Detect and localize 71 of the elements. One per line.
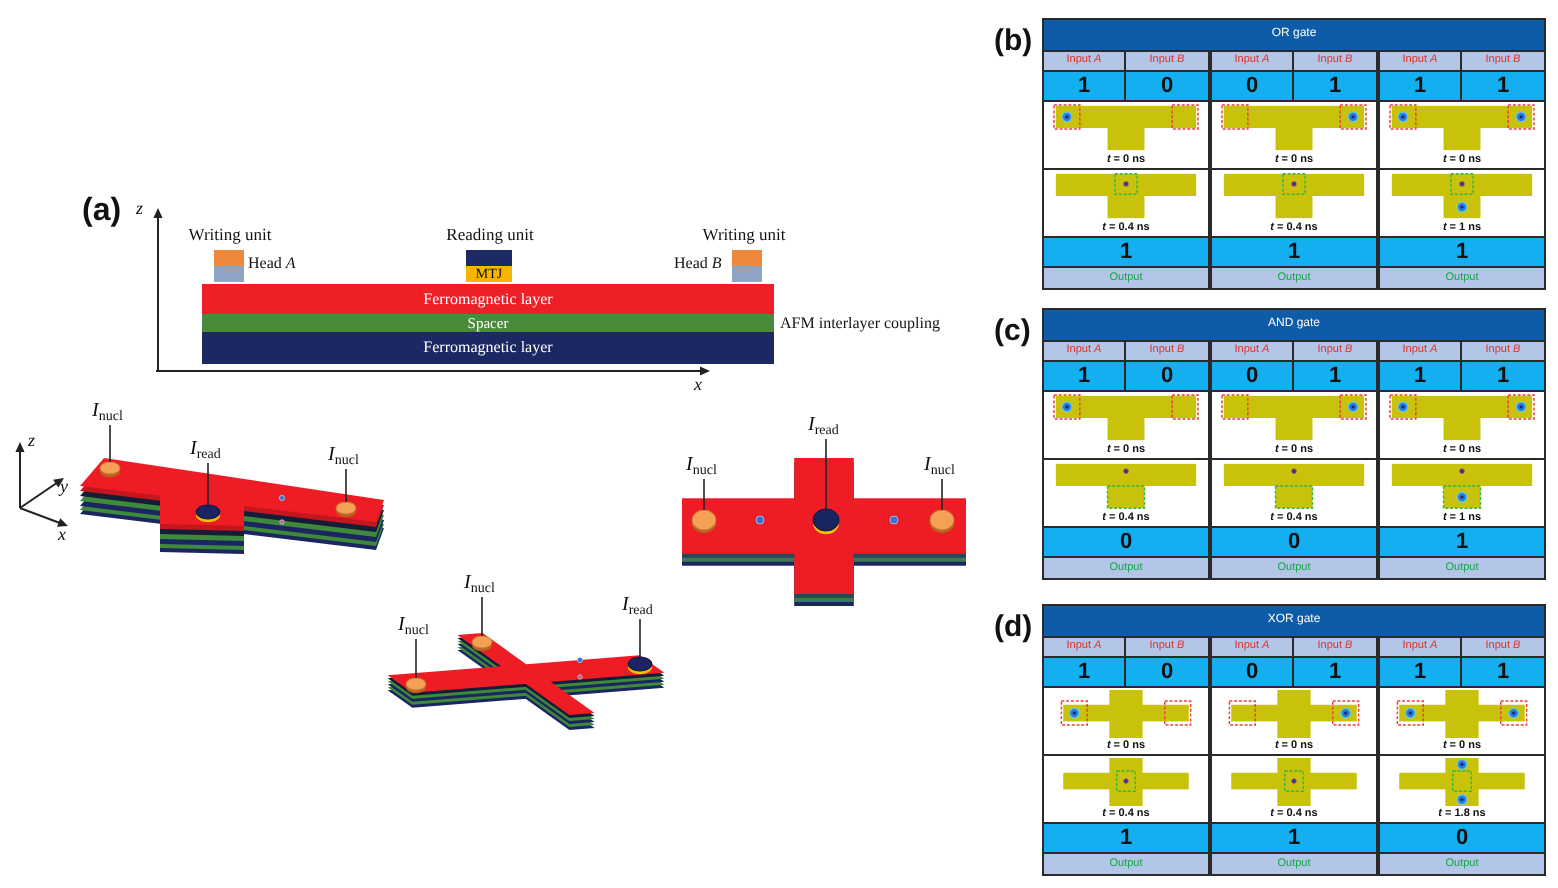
contact-pad bbox=[335, 501, 357, 518]
input-value: 1 bbox=[1380, 72, 1460, 100]
panel-label: (b) bbox=[994, 24, 1033, 60]
leader-line bbox=[703, 478, 705, 511]
axis-label: z bbox=[136, 198, 144, 220]
leader-line bbox=[825, 438, 827, 510]
current-label: I$_{read}$ bbox=[808, 412, 839, 438]
leader-line bbox=[941, 478, 943, 511]
output-value: 1 bbox=[1212, 824, 1376, 852]
input-value: 1 bbox=[1380, 658, 1460, 686]
leader-line bbox=[207, 462, 209, 506]
output-value: 1 bbox=[1044, 238, 1208, 266]
panel-label: (a) bbox=[82, 192, 122, 230]
input-value: 0 bbox=[1126, 658, 1208, 686]
input-value: 0 bbox=[1212, 72, 1292, 100]
axis-label: y bbox=[60, 476, 68, 498]
unit-label: Writing unit bbox=[186, 224, 274, 244]
unit-label: Reading unit bbox=[444, 224, 536, 244]
input-value: 1 bbox=[1380, 362, 1460, 390]
current-label: I$_{nucl}$ bbox=[464, 570, 495, 596]
head-label: Head A bbox=[248, 254, 296, 272]
input-value: 1 bbox=[1044, 362, 1124, 390]
input-value: 1 bbox=[1044, 72, 1124, 100]
current-label: I$_{nucl}$ bbox=[398, 612, 429, 638]
current-label: I$_{nucl}$ bbox=[92, 398, 123, 424]
axis-label: x bbox=[58, 524, 66, 546]
current-label: I$_{nucl}$ bbox=[686, 452, 717, 478]
input-value: 0 bbox=[1126, 72, 1208, 100]
input-value: 1 bbox=[1294, 658, 1376, 686]
leader-line bbox=[345, 468, 347, 503]
current-label: I$_{read}$ bbox=[190, 436, 221, 462]
ferromagnetic-layer: Ferromagnetic layer bbox=[202, 284, 774, 314]
read-contact bbox=[627, 656, 653, 675]
input-value: 1 bbox=[1462, 658, 1544, 686]
input-value: 0 bbox=[1126, 362, 1208, 390]
leader-line bbox=[109, 424, 111, 463]
head-label: Head B bbox=[674, 254, 722, 272]
leader-line bbox=[639, 618, 641, 658]
output-value: 1 bbox=[1212, 238, 1376, 266]
axis-label: z bbox=[28, 430, 36, 452]
leader-line bbox=[481, 596, 483, 637]
output-value: 1 bbox=[1044, 824, 1208, 852]
current-label: I$_{nucl}$ bbox=[924, 452, 955, 478]
output-value: 0 bbox=[1380, 824, 1544, 852]
contact-pad bbox=[471, 635, 493, 652]
input-value: 1 bbox=[1462, 362, 1544, 390]
read-contact bbox=[195, 504, 221, 523]
ferromagnetic-layer: Ferromagnetic layer bbox=[202, 332, 774, 364]
panel-label: (c) bbox=[994, 314, 1031, 350]
contact-pad bbox=[691, 509, 717, 534]
leader-line bbox=[415, 638, 417, 679]
output-value: 0 bbox=[1212, 528, 1376, 556]
input-value: 1 bbox=[1044, 658, 1124, 686]
output-value: 1 bbox=[1380, 238, 1544, 266]
current-label: I$_{read}$ bbox=[622, 592, 653, 618]
input-value: 1 bbox=[1294, 362, 1376, 390]
input-value: 0 bbox=[1212, 362, 1292, 390]
input-value: 0 bbox=[1212, 658, 1292, 686]
panel-label: (d) bbox=[994, 610, 1033, 646]
axis-label: x bbox=[694, 374, 702, 396]
contact-pad bbox=[405, 677, 427, 694]
contact-pad bbox=[99, 461, 121, 478]
coupling-label: AFM interlayer coupling bbox=[780, 312, 940, 334]
contact-pad bbox=[929, 509, 955, 534]
unit-label: Writing unit bbox=[700, 224, 788, 244]
input-value: 1 bbox=[1462, 72, 1544, 100]
read-contact bbox=[812, 508, 840, 535]
output-value: 0 bbox=[1044, 528, 1208, 556]
input-value: 1 bbox=[1294, 72, 1376, 100]
output-value: 1 bbox=[1380, 528, 1544, 556]
current-label: I$_{nucl}$ bbox=[328, 442, 359, 468]
